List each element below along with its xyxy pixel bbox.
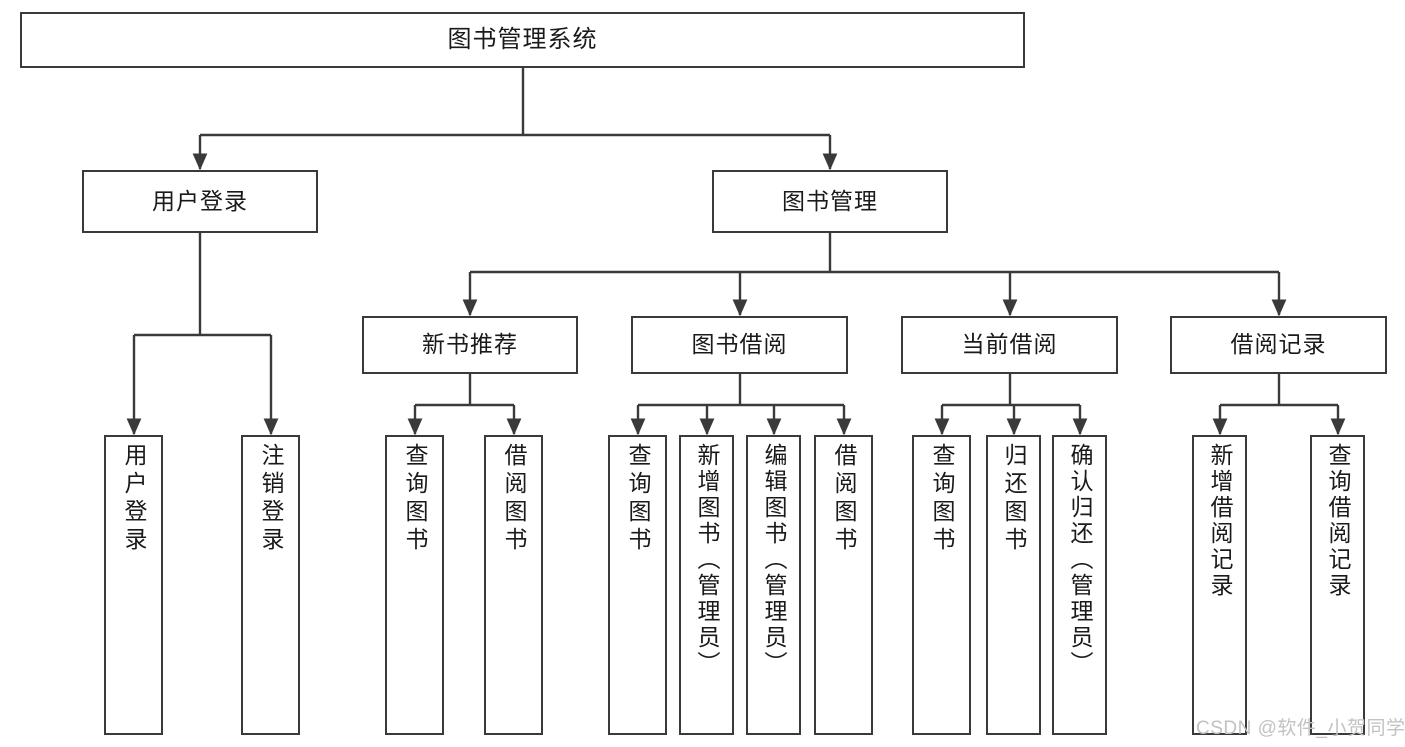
node-label-root: 图书管理系统 — [447, 25, 598, 53]
node-leaf-cur-return[interactable]: 归还图书 — [986, 435, 1041, 735]
node-label-leaf-rec-query: 查询图书 — [402, 443, 428, 555]
node-label-leaf-cur-return: 归还图书 — [1001, 443, 1027, 555]
node-label-leaf-rec-borrow: 借阅图书 — [501, 443, 527, 555]
node-label-user-login: 用户登录 — [152, 187, 248, 214]
node-label-leaf-user-logout: 注销登录 — [258, 443, 284, 555]
node-leaf-cur-query[interactable]: 查询图书 — [912, 435, 971, 735]
node-label-leaf-user-login: 用户登录 — [121, 443, 147, 555]
node-label-leaf-rec-add: 新增借阅记录 — [1207, 443, 1233, 599]
node-book-borrow[interactable]: 图书借阅 — [631, 316, 848, 374]
node-leaf-user-login[interactable]: 用户登录 — [104, 435, 163, 735]
node-leaf-rec-add[interactable]: 新增借阅记录 — [1192, 435, 1247, 735]
node-leaf-user-logout[interactable]: 注销登录 — [241, 435, 300, 735]
node-label-borrow-record: 借阅记录 — [1230, 331, 1327, 358]
node-root[interactable]: 图书管理系统 — [20, 12, 1025, 68]
node-label-book-manage: 图书管理 — [782, 187, 878, 214]
node-label-leaf-cur-query: 查询图书 — [929, 443, 955, 555]
node-label-leaf-cur-confirm: 确认归还（管理员） — [1067, 443, 1093, 677]
node-book-manage[interactable]: 图书管理 — [712, 170, 948, 233]
node-label-leaf-borrow-query: 查询图书 — [625, 443, 651, 555]
node-user-login[interactable]: 用户登录 — [82, 170, 318, 233]
node-label-leaf-borrow-add: 新增图书（管理员） — [694, 443, 720, 677]
node-label-current-borrow: 当前借阅 — [961, 331, 1058, 358]
node-borrow-record[interactable]: 借阅记录 — [1170, 316, 1387, 374]
csdn-watermark: CSDN @软件_小贺同学 — [1196, 718, 1405, 739]
node-leaf-rec-borrow[interactable]: 借阅图书 — [484, 435, 543, 735]
node-current-borrow[interactable]: 当前借阅 — [901, 316, 1118, 374]
node-label-leaf-borrow-edit: 编辑图书（管理员） — [761, 443, 787, 677]
node-label-book-borrow: 图书借阅 — [691, 331, 788, 358]
node-leaf-borrow-edit[interactable]: 编辑图书（管理员） — [746, 435, 801, 735]
node-leaf-rec-query2[interactable]: 查询借阅记录 — [1310, 435, 1365, 735]
node-label-leaf-rec-query2: 查询借阅记录 — [1325, 443, 1351, 599]
node-leaf-borrow-add[interactable]: 新增图书（管理员） — [679, 435, 734, 735]
node-leaf-rec-query[interactable]: 查询图书 — [385, 435, 444, 735]
node-label-new-book-rec: 新书推荐 — [422, 331, 518, 358]
node-leaf-borrow-lend[interactable]: 借阅图书 — [814, 435, 873, 735]
node-label-leaf-borrow-lend: 借阅图书 — [831, 443, 857, 555]
node-leaf-cur-confirm[interactable]: 确认归还（管理员） — [1052, 435, 1107, 735]
node-new-book-rec[interactable]: 新书推荐 — [362, 316, 578, 374]
node-leaf-borrow-query[interactable]: 查询图书 — [608, 435, 667, 735]
